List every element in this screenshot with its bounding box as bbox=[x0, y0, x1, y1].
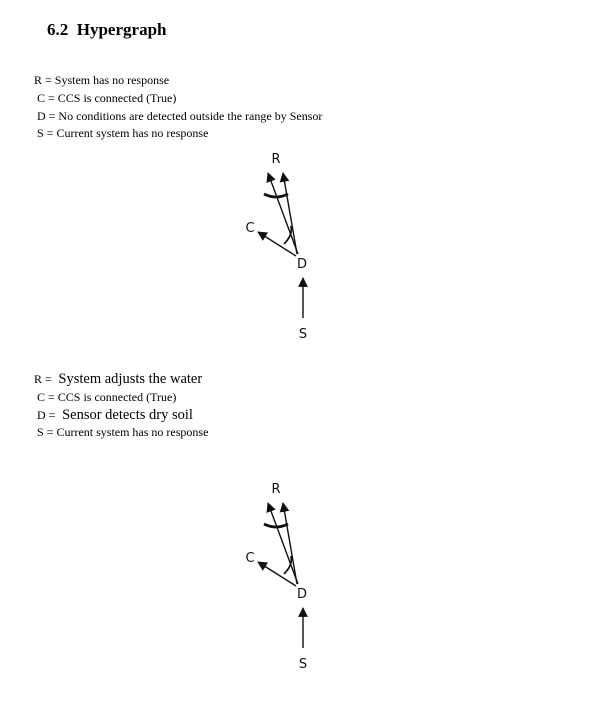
legend-first: R = System has no response C = CCS is co… bbox=[34, 72, 322, 143]
edge-d-to-c bbox=[257, 231, 297, 257]
section-title: 6.2 Hypergraph bbox=[47, 20, 167, 39]
node-r: R bbox=[271, 152, 280, 167]
hyperedge-arc-top bbox=[263, 192, 289, 199]
legend-c: C = CCS is connected (True) bbox=[34, 90, 177, 105]
node-c: C bbox=[245, 221, 254, 236]
edge-d-to-r-left bbox=[266, 172, 299, 255]
node-d: D bbox=[297, 257, 307, 272]
node-s: S bbox=[299, 327, 307, 342]
legend-second: R = System adjusts the water C = CCS is … bbox=[34, 371, 208, 442]
hyperedge-arc-top bbox=[263, 522, 289, 529]
node-d: D bbox=[297, 587, 307, 602]
legend-d: D = Sensor detects dry soil bbox=[34, 406, 193, 423]
legend-d: D = No conditions are detected outside t… bbox=[34, 108, 323, 123]
legend-r: R = System adjusts the water bbox=[34, 371, 203, 387]
hypergraph-diagram-2: R C D S bbox=[245, 482, 308, 672]
edge-d-to-r-right bbox=[279, 172, 298, 255]
edge-d-to-r-right bbox=[279, 502, 298, 585]
edge-d-to-c bbox=[257, 561, 297, 587]
legend-s: S = Current system has no response bbox=[34, 425, 209, 440]
hyperedge-arc-bottom bbox=[283, 225, 293, 245]
node-c: C bbox=[245, 551, 254, 566]
node-r: R bbox=[271, 482, 280, 497]
legend-r: R = System has no response bbox=[34, 73, 170, 87]
legend-s: S = Current system has no response bbox=[34, 126, 209, 141]
node-s: S bbox=[299, 657, 307, 672]
legend-c: C = CCS is connected (True) bbox=[34, 389, 177, 404]
hyperedge-arc-bottom bbox=[283, 555, 293, 575]
edge-d-to-r-left bbox=[266, 502, 299, 585]
hypergraph-diagram-1: R C D S bbox=[245, 152, 308, 342]
